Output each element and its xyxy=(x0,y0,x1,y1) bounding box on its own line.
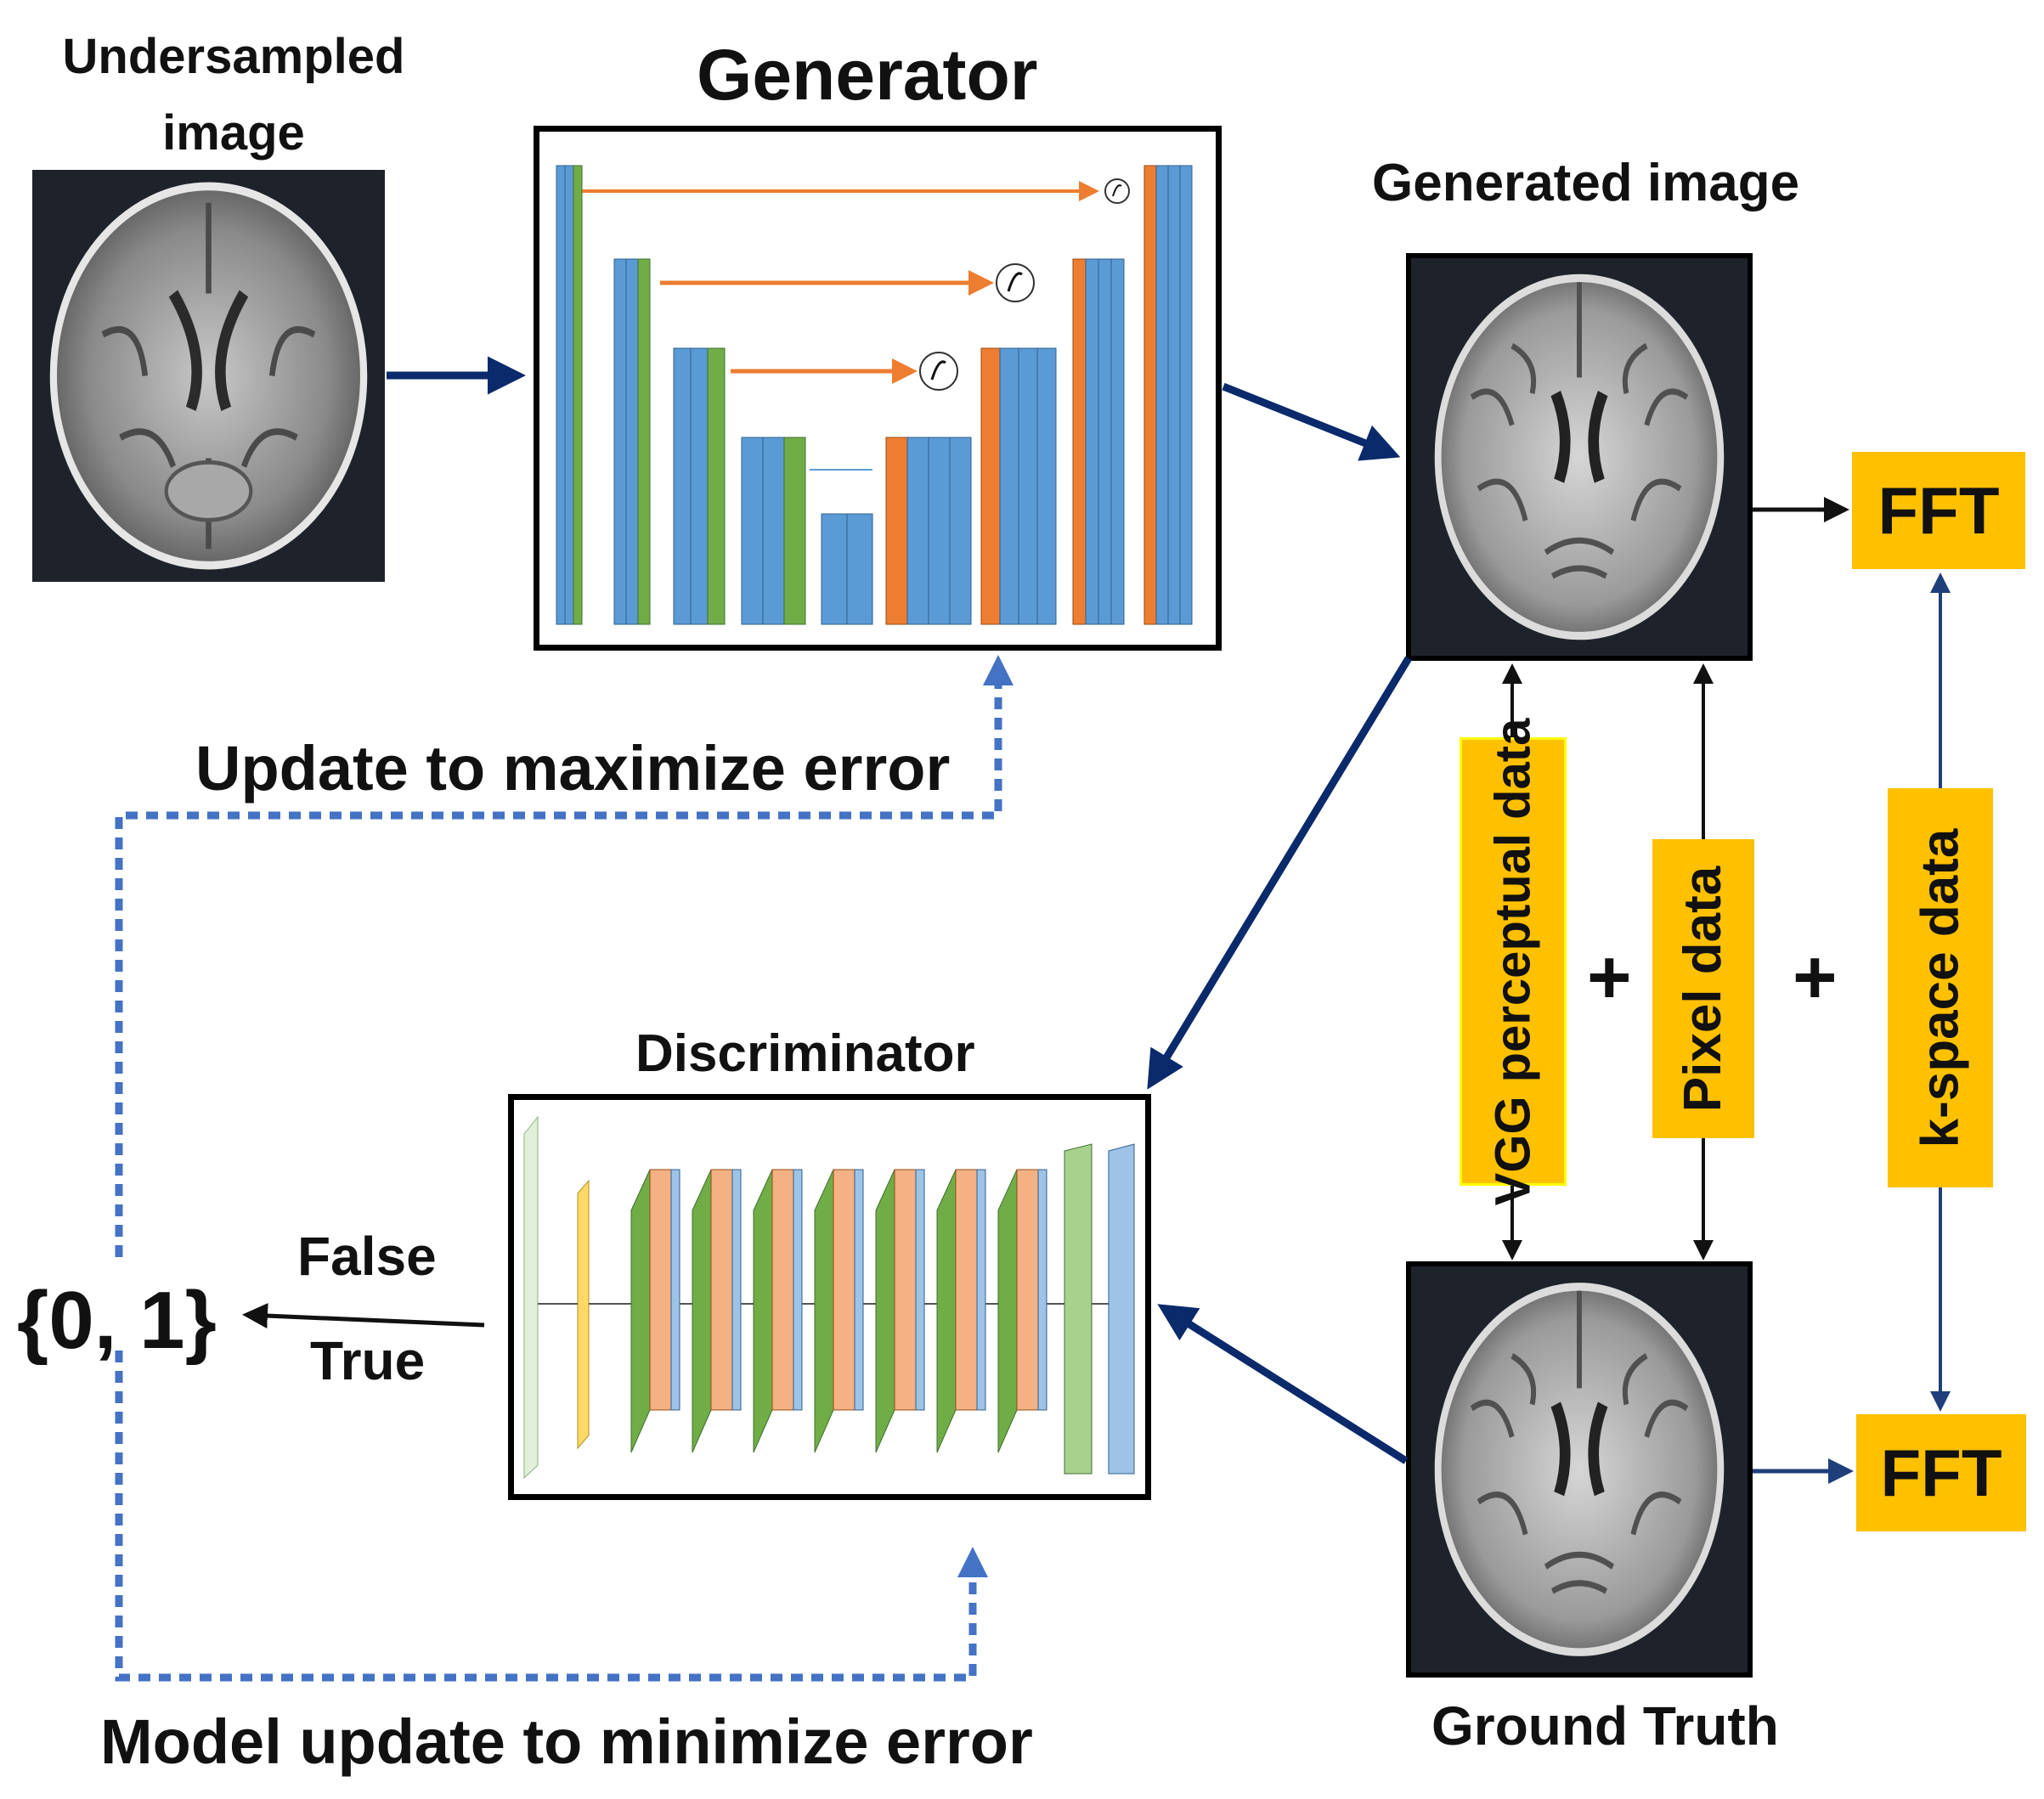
arrow-generated-to-discriminator xyxy=(1147,656,1412,1090)
encoder-level-2 xyxy=(613,258,651,625)
k-space-data-box: k-space data xyxy=(1888,788,1993,1187)
decoder-level-1 xyxy=(1143,165,1193,625)
skip-connection-2 xyxy=(660,263,1035,302)
undersampled-label: Undersampled image xyxy=(62,29,405,161)
decoder-level-2 xyxy=(1072,258,1125,625)
decoder-level-3 xyxy=(980,347,1057,625)
encoder-level-3 xyxy=(673,347,726,625)
plus-sign-2: + xyxy=(1793,935,1838,1020)
ground-truth-label: Ground Truth xyxy=(1431,1695,1779,1757)
true-label: True xyxy=(310,1330,426,1391)
encoder-level-4 xyxy=(741,437,806,625)
fft-box-top: FFT xyxy=(1852,452,2025,569)
skip-connection-1 xyxy=(580,178,1130,204)
encoder-level-1 xyxy=(556,165,583,625)
ground-truth-mri-image xyxy=(1406,1261,1753,1678)
bottleneck-block xyxy=(821,513,873,625)
discriminator-box xyxy=(508,1094,1151,1500)
generated-image-label: Generated image xyxy=(1372,154,1800,212)
undersampled-mri-image xyxy=(32,170,385,582)
fft-top-label: FFT xyxy=(1877,472,2000,548)
pixel-data-box: Pixel data xyxy=(1652,839,1754,1138)
generator-box xyxy=(534,126,1222,651)
update-maximize-label: Update to maximize error xyxy=(195,733,951,804)
skip-connection-3 xyxy=(731,352,958,391)
arrow-generator-to-generated xyxy=(1222,382,1401,461)
unet-architecture xyxy=(556,165,1193,625)
plus-sign-1: + xyxy=(1587,935,1632,1020)
discriminator-architecture xyxy=(523,1115,1135,1480)
fft-bottom-label: FFT xyxy=(1880,1435,2002,1510)
decoder-level-4 xyxy=(885,437,972,625)
false-label: False xyxy=(297,1226,437,1287)
dashed-loop-maximize xyxy=(115,655,1014,1257)
model-update-minimize-label: Model update to minimize error xyxy=(100,1706,1033,1777)
discriminator-title: Discriminator xyxy=(635,1024,975,1083)
arrow-discriminator-to-output xyxy=(242,1303,485,1329)
vgg-perceptual-box: VGG perceptual data xyxy=(1460,718,1567,1205)
arrow-ground-truth-to-discriminator xyxy=(1157,1304,1409,1464)
discriminator-conv-blocks xyxy=(630,1143,1135,1475)
generated-mri-image xyxy=(1406,253,1753,661)
dashed-loop-minimize xyxy=(115,1351,988,1682)
generator-title: Generator xyxy=(697,35,1038,115)
fft-box-bottom: FFT xyxy=(1856,1414,2026,1531)
